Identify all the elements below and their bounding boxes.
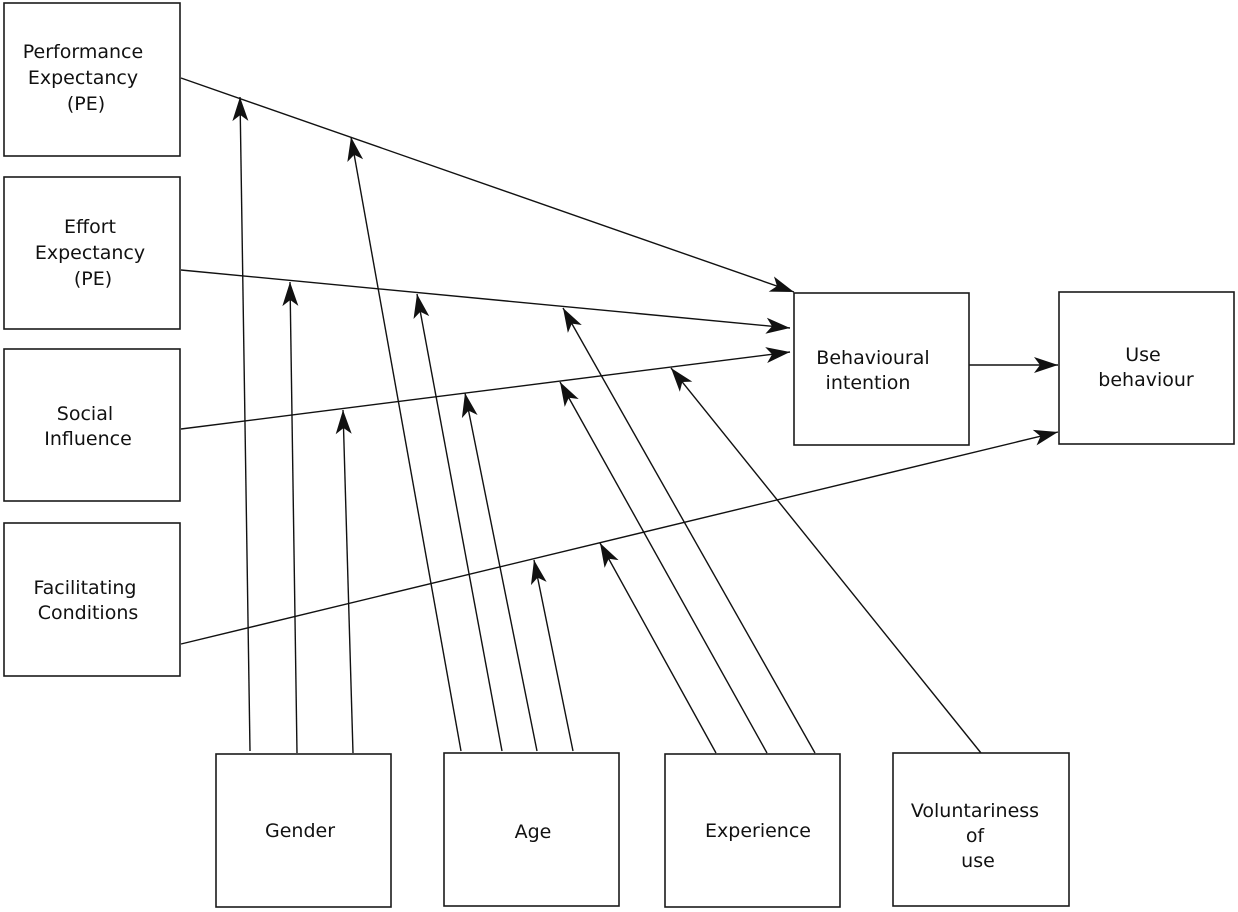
arrowhead-fc-ub	[1032, 429, 1058, 446]
moderation-age-fc-ub	[533, 559, 574, 752]
node-label: Voluntariness of use	[911, 800, 1045, 872]
arrowhead-gender-si-bi	[335, 410, 352, 435]
arrowhead-si-bi	[765, 347, 790, 363]
node-label: Social Influence	[44, 403, 132, 450]
edge-si-to-bi	[180, 351, 791, 430]
edge-pe-to-bi	[180, 77, 795, 293]
edge-fc-to-ub	[180, 431, 1059, 645]
node-performance-expectancy: Performance Expectancy (PE)	[3, 2, 181, 157]
arrowhead-age-si-bi	[461, 393, 478, 419]
moderation-age-pe-bi	[350, 136, 462, 752]
paths-layer	[180, 77, 1059, 754]
moderation-experience-ee-bi	[562, 307, 816, 754]
node-label: Behavioural intention	[816, 347, 935, 394]
arrowhead-age-pe-bi	[347, 137, 364, 163]
node-age: Age	[443, 752, 620, 907]
moderation-gender-ee-bi	[289, 281, 298, 754]
moderation-experience-fc-ub	[599, 542, 717, 754]
arrowhead-voluntariness-si-bi	[671, 368, 693, 392]
moderation-gender-si-bi	[342, 409, 354, 754]
node-voluntariness-of-use: Voluntariness of use	[892, 752, 1070, 907]
node-effort-expectancy: Effort Expectancy (PE)	[3, 176, 181, 330]
arrowheads-layer	[232, 97, 1058, 586]
arrowhead-age-fc-ub	[530, 560, 547, 586]
arrowhead-age-ee-bi	[413, 294, 430, 320]
node-experience: Experience	[664, 753, 841, 908]
arrowhead-pe-bi	[768, 276, 794, 292]
node-box	[3, 522, 181, 677]
node-label: Experience	[705, 820, 811, 842]
node-label: Performance Expectancy (PE)	[23, 41, 149, 115]
node-box	[3, 176, 181, 330]
arrowhead-gender-ee-bi	[282, 282, 299, 307]
nodes-layer: Performance Expectancy (PE) Effort Expec…	[3, 2, 1235, 908]
arrowhead-gender-pe-bi	[232, 97, 249, 122]
moderation-age-si-bi	[464, 392, 538, 752]
arrowhead-experience-fc-ub	[600, 543, 619, 568]
node-box	[892, 752, 1070, 907]
node-box	[1058, 291, 1235, 445]
arrowhead-ee-bi	[765, 317, 790, 334]
moderation-age-ee-bi	[416, 293, 503, 752]
node-box	[664, 753, 841, 908]
moderation-voluntariness-si-bi	[670, 367, 982, 754]
edge-ee-to-bi	[180, 269, 791, 329]
node-label: Gender	[265, 820, 335, 842]
arrowhead-experience-ee-bi	[563, 308, 582, 333]
moderation-gender-pe-bi	[239, 96, 251, 752]
node-behavioural-intention: Behavioural intention	[793, 292, 970, 446]
node-label: Effort Expectancy (PE)	[35, 216, 151, 290]
node-use-behaviour: Use behaviour	[1058, 291, 1235, 445]
node-label: Age	[515, 821, 552, 843]
node-facilitating-conditions: Facilitating Conditions	[3, 522, 181, 677]
moderation-experience-si-bi	[559, 381, 768, 754]
node-box	[443, 752, 620, 907]
node-label: Facilitating Conditions	[33, 577, 142, 624]
node-box	[3, 348, 181, 502]
node-box	[3, 2, 181, 157]
node-box	[793, 292, 970, 446]
node-box	[215, 753, 392, 908]
arrowhead-bi-ub	[1034, 357, 1058, 373]
node-gender: Gender	[215, 753, 392, 908]
arrowhead-experience-si-bi	[560, 382, 579, 407]
node-social-influence: Social Influence	[3, 348, 181, 502]
node-label: Use behaviour	[1098, 344, 1194, 391]
